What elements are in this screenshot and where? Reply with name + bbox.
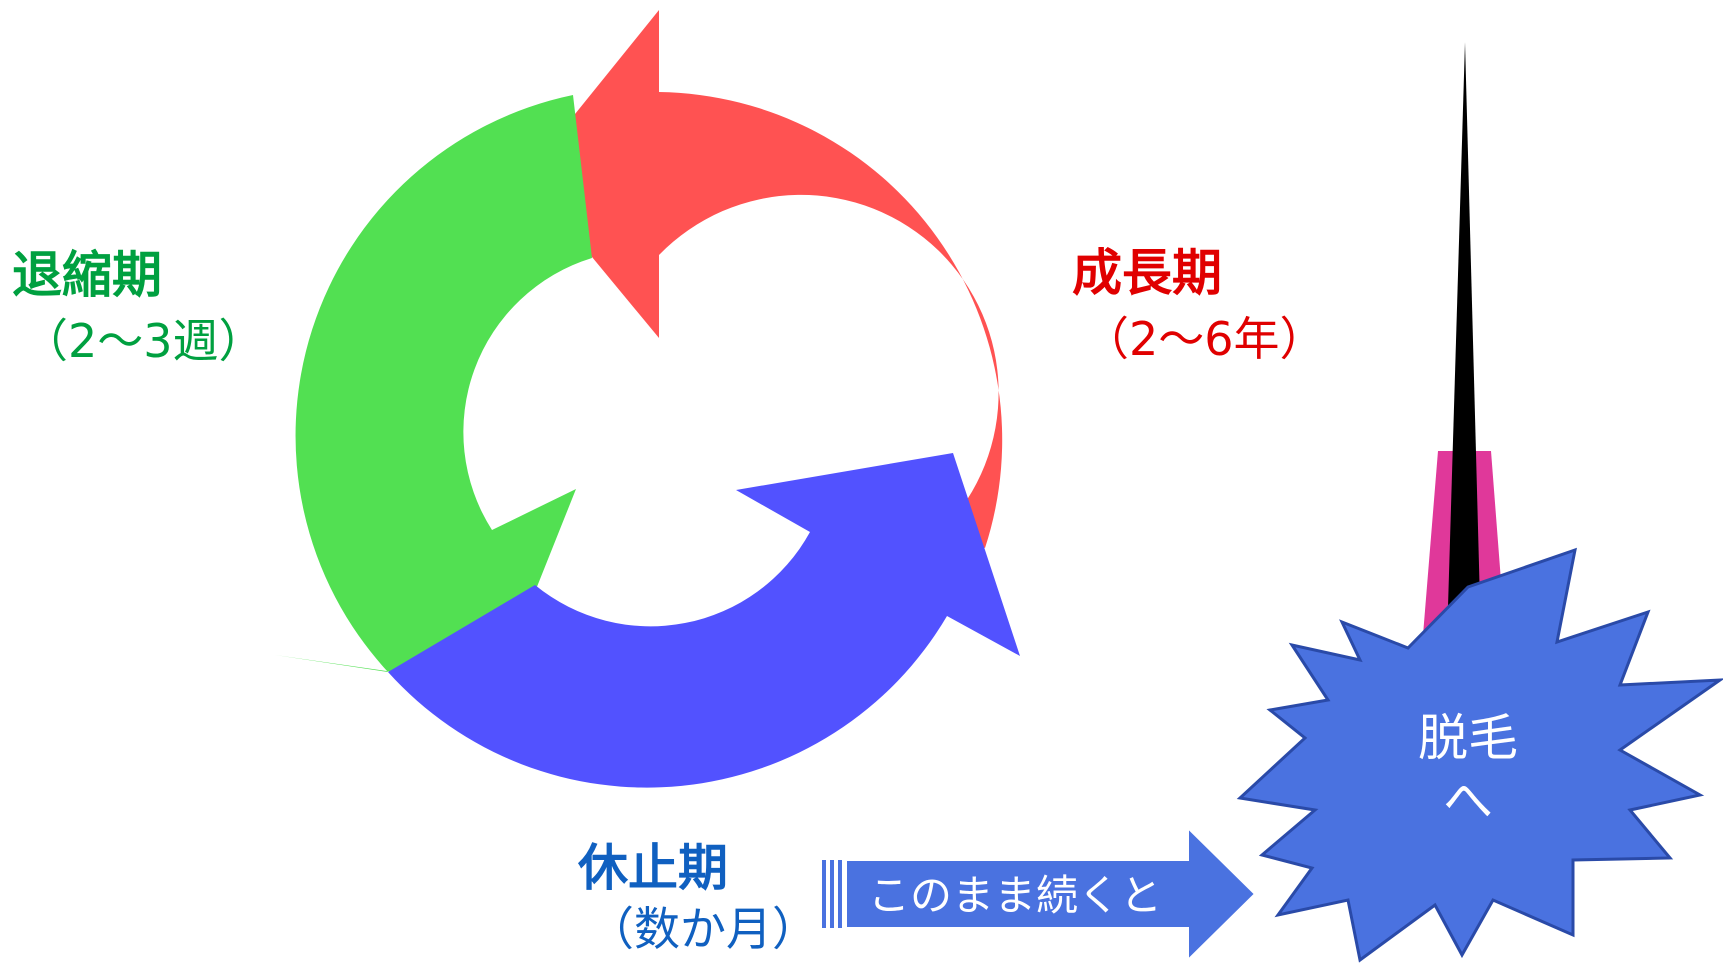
hair-loss-label-line1: 脱毛 <box>1418 709 1518 767</box>
continue-arrow-label: このまま続くと <box>868 871 1162 920</box>
catagen-phase-arrow <box>275 95 592 687</box>
catagen-phase-duration: （2〜3週） <box>22 314 265 368</box>
telogen-phase-arrow <box>388 453 1020 788</box>
telogen-phase-duration: （数か月） <box>588 902 818 956</box>
growth-phase-arrow <box>525 10 1003 548</box>
catagen-phase-name: 退縮期 <box>12 246 162 304</box>
continue-arrow: このまま続くと <box>822 825 1257 963</box>
hair-shaft <box>1447 42 1481 640</box>
telogen-phase-name: 休止期 <box>577 839 728 897</box>
hair-loss-label-line2: へ <box>1443 772 1493 830</box>
growth-phase-name: 成長期 <box>1072 244 1222 302</box>
growth-phase-duration: （2〜6年） <box>1083 312 1326 366</box>
hair-loss-burst <box>1236 547 1723 963</box>
